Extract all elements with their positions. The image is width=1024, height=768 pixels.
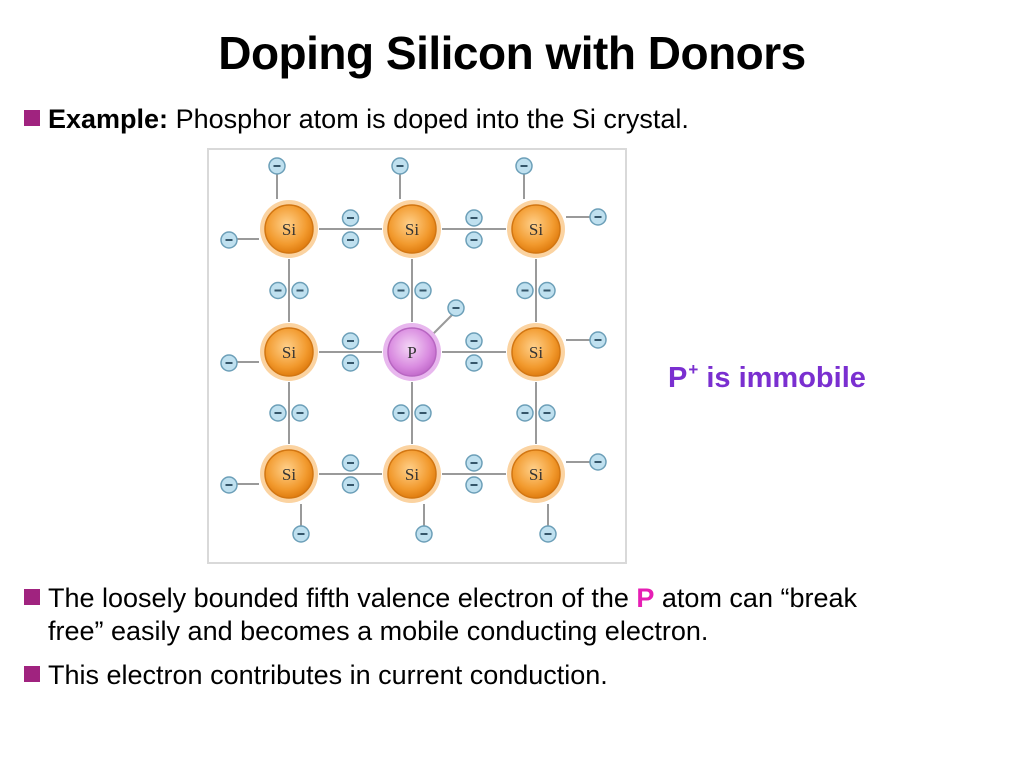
bullet2-text-part2: atom can “break (654, 583, 857, 613)
bond-line (432, 313, 454, 335)
silicon-atom: Si (260, 200, 318, 258)
bullet2-text-part1: The loosely bounded fifth valence electr… (48, 583, 637, 613)
electron-icon (465, 332, 483, 350)
electron-icon (414, 404, 432, 422)
atom-label: Si (405, 220, 419, 239)
electron-icon (292, 525, 310, 543)
electron-icon (589, 208, 607, 226)
silicon-atom: Si (260, 445, 318, 503)
phosphorus-atom: P (383, 323, 441, 381)
electron-icon (391, 157, 409, 175)
silicon-atom: Si (507, 200, 565, 258)
bullet-square-icon (24, 110, 40, 126)
silicon-atom: Si (383, 445, 441, 503)
electron-icon (291, 404, 309, 422)
bullet-fifth-electron: The loosely bounded fifth valence electr… (24, 582, 1004, 648)
electron-icon (589, 331, 607, 349)
electron-icon (220, 354, 238, 372)
atom-label: Si (282, 220, 296, 239)
electron-icon (516, 281, 534, 300)
electron-icon (538, 404, 556, 422)
electron-icon (589, 453, 607, 471)
electron-icon (341, 476, 360, 494)
atom-label: Si (529, 343, 543, 362)
electron-group (220, 157, 607, 543)
callout-charge: + (688, 360, 699, 379)
electron-icon (341, 231, 360, 249)
electron-icon (269, 281, 287, 300)
silicon-atom: Si (383, 200, 441, 258)
atom-label: P (407, 343, 416, 362)
bullet-square-icon (24, 589, 40, 605)
electron-icon (392, 404, 410, 422)
electron-icon (341, 209, 360, 227)
p-plus-immobile-callout: P+ is immobile (668, 360, 866, 395)
example-label: Example: (48, 104, 169, 134)
bullet2-highlight-p: P (636, 583, 655, 613)
atom-label: Si (282, 343, 296, 362)
atom-label: Si (529, 220, 543, 239)
electron-icon (341, 332, 360, 350)
electron-icon (539, 525, 557, 543)
silicon-atom: Si (507, 323, 565, 381)
electron-icon (291, 281, 309, 300)
electron-icon (447, 299, 465, 317)
atom-label: Si (529, 465, 543, 484)
slide-title: Doping Silicon with Donors (218, 27, 806, 79)
silicon-atom: Si (507, 445, 565, 503)
electron-icon (465, 231, 483, 249)
atom-label: Si (405, 465, 419, 484)
electron-icon (269, 404, 287, 422)
electron-icon (465, 476, 483, 494)
electron-icon (538, 281, 556, 300)
electron-icon (341, 354, 360, 372)
electron-icon (341, 454, 360, 472)
electron-icon (392, 281, 410, 300)
bullet-conduction: This electron contributes in current con… (24, 659, 608, 692)
bullet-example: Example: Phosphor atom is doped into the… (24, 103, 689, 136)
electron-icon (220, 231, 238, 249)
atom-label: Si (282, 465, 296, 484)
electron-icon (515, 157, 533, 175)
bullet2-text-line2: free” easily and becomes a mobile conduc… (48, 616, 709, 646)
electron-icon (465, 209, 483, 227)
callout-text: is immobile (706, 362, 866, 394)
electron-icon (516, 404, 534, 422)
electron-icon (465, 354, 483, 372)
silicon-atom: Si (260, 323, 318, 381)
bullet3-text: This electron contributes in current con… (48, 660, 608, 690)
electron-icon (220, 476, 238, 494)
electron-icon (268, 157, 286, 175)
example-text: Phosphor atom is doped into the Si cryst… (175, 104, 689, 134)
electron-icon (414, 281, 432, 300)
electron-icon (415, 525, 433, 543)
bullet-square-icon (24, 666, 40, 682)
electron-icon (465, 454, 483, 472)
callout-ion-symbol: P (668, 362, 688, 394)
